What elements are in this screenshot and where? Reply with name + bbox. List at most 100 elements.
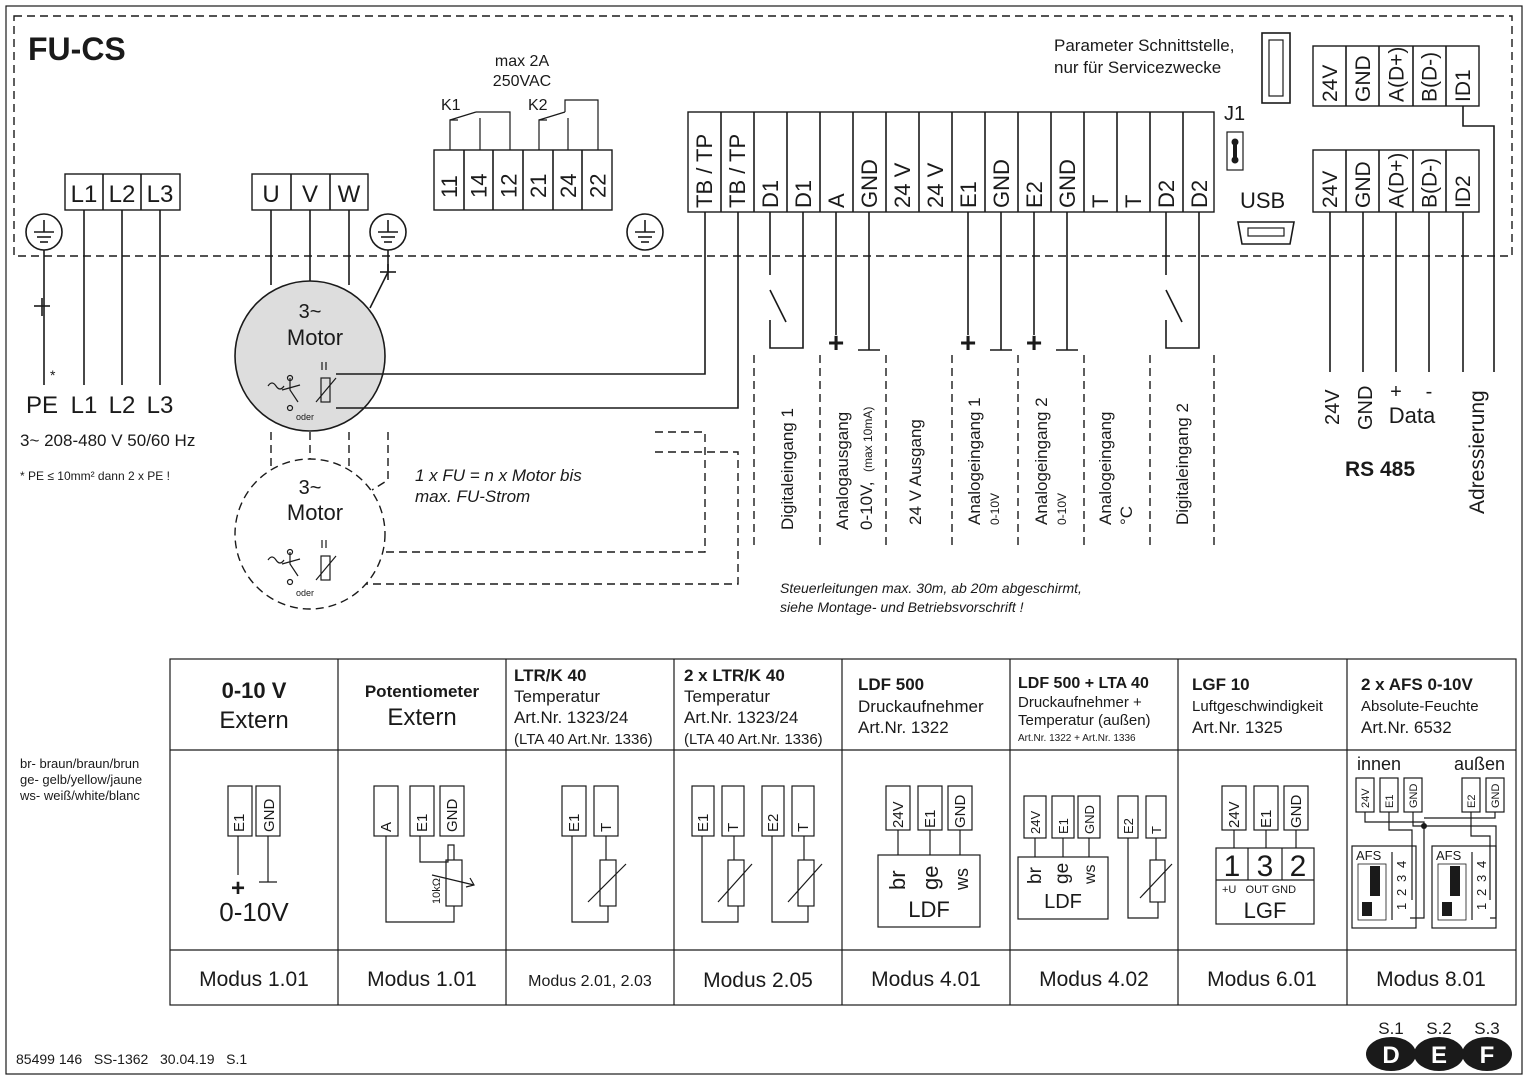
usb-port-icon[interactable] — [1237, 221, 1295, 245]
mode-8-code: Modus 8.01 — [1376, 968, 1486, 991]
service-interface-port[interactable] — [1261, 32, 1291, 104]
mode-1-gnd: GND — [261, 799, 278, 833]
rs485-bottom-terminal-1: GND — [1352, 161, 1375, 208]
analog-in-1-plus: + — [960, 327, 976, 358]
terminal-u[interactable]: U — [262, 181, 279, 208]
relay-terminal-2: 12 — [496, 174, 521, 198]
mode-7-e1: E1 — [1258, 810, 1275, 828]
mode-2-code: Modus 1.01 — [367, 968, 477, 991]
rs485-24v-label: 24V — [1322, 389, 1344, 425]
mode-1-range: 0-10V — [219, 897, 289, 927]
relay-terminal-0: 11 — [437, 175, 462, 198]
mode-7-pin-labels: +U OUT GND — [1222, 884, 1296, 896]
language-badge-0[interactable] — [1366, 1037, 1416, 1071]
control-terminal-5: GND — [857, 159, 882, 208]
terminal-l2[interactable]: L2 — [109, 181, 136, 208]
thermal-contact-icon — [267, 362, 337, 412]
mode-6-code: Modus 4.02 — [1039, 968, 1149, 991]
mode-6-title: LDF 500 + LTA 40 — [1018, 675, 1149, 692]
analog-output-max: (max 10mA) — [861, 407, 875, 472]
relay-rating-voltage: 250VAC — [493, 73, 551, 90]
mode-2-a: A — [378, 822, 395, 832]
usb-label: USB — [1240, 188, 1285, 213]
mode-3-t: T — [598, 823, 615, 832]
device-title: FU-CS — [28, 31, 126, 67]
mode-7-pin-3: 3 — [1257, 850, 1274, 883]
thermal-wire-2 — [336, 212, 739, 409]
mode-4-title: 2 x LTR/K 40 — [684, 666, 785, 685]
motor-1-phase: 3~ — [299, 301, 322, 323]
analog-output-label: Analogausgang — [833, 412, 852, 530]
analog-input-2-label: Analogeingang 2 — [1032, 397, 1051, 525]
legend-yellow: ge- gelb/yellow/jaune — [20, 772, 142, 787]
supply-voltage: 3~ 208-480 V 50/60 Hz — [20, 431, 195, 450]
mode-8-gnd-2: GND — [1490, 784, 1502, 809]
relay-rating-current: max 2A — [495, 53, 550, 70]
document-reference: 85499 146 SS-1362 30.04.19 S.1 — [16, 1051, 247, 1067]
thermal-wire-1 — [336, 212, 706, 375]
motor-wires — [270, 210, 396, 309]
motor-2-oder: oder — [296, 588, 314, 598]
control-terminal-2: D1 — [758, 180, 783, 208]
mode-7-gnd: GND — [1288, 795, 1305, 829]
mode-5-line-3: Art.Nr. 1322 — [858, 718, 949, 737]
analog-input-1-label: Analogeingang 1 — [965, 397, 984, 525]
terminal-l3[interactable]: L3 — [147, 181, 174, 208]
pe-note: * PE ≤ 10mm² dann 2 x PE ! — [20, 469, 170, 483]
mode-5-24v: 24V — [890, 801, 907, 828]
language-code-0: D — [1382, 1042, 1399, 1069]
afs-1-pin-0: 4 — [1474, 861, 1489, 868]
mode-4-e2: E2 — [765, 814, 782, 832]
mode-6-ge: ge — [1052, 863, 1073, 884]
control-terminal-10: E2 — [1022, 181, 1047, 208]
control-terminal-0: TB / TP — [692, 134, 717, 208]
language-code-2: F — [1480, 1042, 1495, 1069]
analog-in-2-plus: + — [1026, 327, 1042, 358]
page-tabs: S.1DS.2ES.3F — [1366, 1019, 1512, 1071]
relay-terminal-block — [433, 149, 613, 211]
rs485-plus: + — [1390, 381, 1402, 403]
language-badge-1[interactable] — [1414, 1037, 1464, 1071]
mode-6-24v: 24V — [1028, 811, 1043, 834]
motor-2-icon — [234, 458, 386, 610]
mode-2-gnd: GND — [444, 799, 461, 833]
rs485-bottom-terminal-0: 24V — [1319, 171, 1342, 208]
afs-1-pin-3: 1 — [1474, 903, 1489, 910]
separator-dashes — [753, 355, 1215, 545]
terminal-v[interactable]: V — [302, 181, 318, 208]
language-badge-2[interactable] — [1462, 1037, 1512, 1071]
control-terminal-13: T — [1121, 195, 1146, 208]
rs485-top-terminal-0: 24V — [1319, 65, 1342, 102]
control-terminal-block — [687, 111, 1215, 213]
control-note-line-2: siehe Montage- und Betriebsvorschrift ! — [780, 599, 1024, 615]
mode-6-e2: E2 — [1121, 818, 1136, 834]
wiring-sketches — [227, 777, 1505, 929]
terminal-l1[interactable]: L1 — [71, 181, 98, 208]
motor-2-label: Motor — [287, 500, 343, 525]
ground-icon — [626, 213, 664, 251]
analog-input-1-range: 0-10V — [988, 493, 1002, 525]
service-note-line-1: Parameter Schnittstelle, — [1054, 36, 1234, 55]
mode-6-line-3: Temperatur (außen) — [1018, 712, 1151, 729]
control-terminal-11: GND — [1055, 159, 1080, 208]
terminal-w[interactable]: W — [338, 181, 361, 208]
service-note-line-2: nur für Servicezwecke — [1054, 58, 1221, 77]
motor-note-line-1: 1 x FU = n x Motor bis — [415, 466, 582, 485]
mode-8-e2: E2 — [1466, 795, 1478, 808]
rs485-top-terminal-2: A(D+) — [1385, 47, 1408, 102]
mode-8-e1: E1 — [1384, 795, 1396, 808]
mode-6-ws: ws — [1082, 864, 1099, 885]
mode-7-lgf: LGF — [1244, 898, 1287, 923]
mode-8-afs-outside: AFS — [1436, 848, 1462, 863]
jumper-j1[interactable] — [1226, 131, 1244, 171]
mode-8-title: 2 x AFS 0-10V — [1361, 675, 1473, 694]
control-terminal-1: TB / TP — [725, 134, 750, 208]
ground-icon — [25, 213, 63, 251]
supply-wires — [34, 210, 161, 385]
control-terminal-7: 24 V — [923, 162, 948, 208]
